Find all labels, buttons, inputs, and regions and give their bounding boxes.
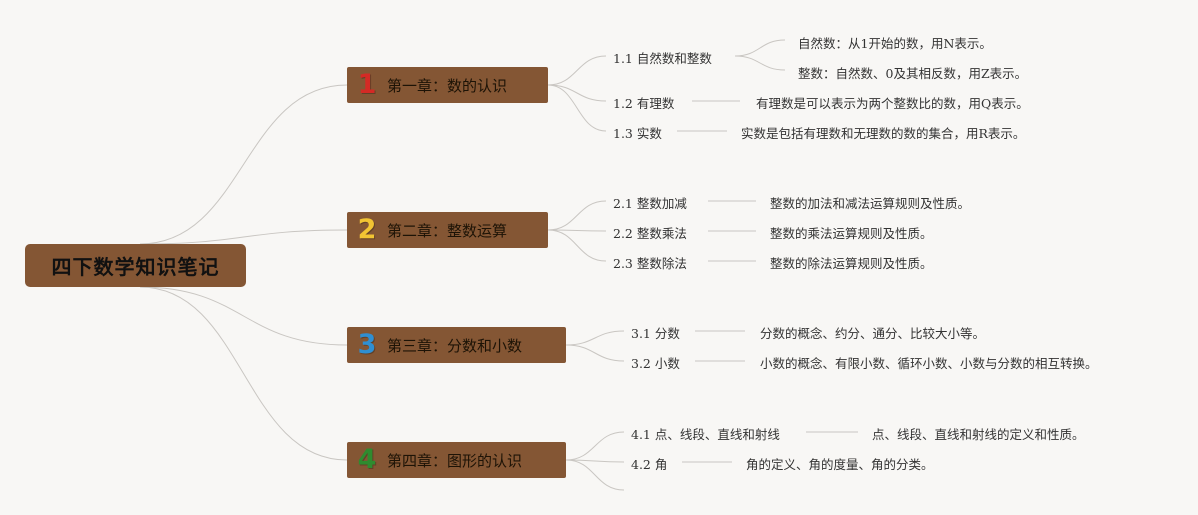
- leaf-3-2: 小数的概念、有限小数、循环小数、小数与分数的相互转换。: [760, 356, 1098, 371]
- subtopic-2-3[interactable]: 2.3 整数除法: [613, 256, 687, 271]
- root-connector: [139, 286, 348, 461]
- leaf-2-3: 整数的除法运算规则及性质。: [770, 256, 933, 271]
- chapter-title: 第四章：图形的认识: [387, 451, 523, 470]
- subtopic-3-2[interactable]: 3.2 小数: [631, 356, 680, 371]
- chapter-node-4[interactable]: 4 第四章：图形的认识: [347, 442, 566, 478]
- chapter-connector: [565, 459, 625, 491]
- chapter-connector: [565, 344, 625, 362]
- leaf-1-2: 有理数是可以表示为两个整数比的数，用Q表示。: [756, 96, 1029, 111]
- root-connector: [139, 229, 348, 245]
- subtopic-2-2[interactable]: 2.2 整数乘法: [613, 226, 687, 241]
- leaf-connector: [734, 39, 786, 57]
- subtopic-1-3[interactable]: 1.3 实数: [613, 126, 662, 141]
- chapter-number: 2: [357, 214, 377, 245]
- leaf-1-1-a: 自然数：从1开始的数，用N表示。: [798, 36, 992, 51]
- root-label: 四下数学知识笔记: [51, 255, 220, 279]
- chapter-connector: [565, 330, 625, 346]
- leaf-3-1: 分数的概念、约分、通分、比较大小等。: [760, 326, 986, 341]
- chapter-title: 第二章：整数运算: [387, 221, 508, 240]
- leaf-2-1: 整数的加法和减法运算规则及性质。: [770, 196, 971, 211]
- chapter-connector: [547, 229, 607, 232]
- root-node[interactable]: 四下数学知识笔记: [25, 244, 246, 287]
- leaf-1-3: 实数是包括有理数和无理数的数的集合，用R表示。: [741, 126, 1026, 141]
- leaf-1-1-b: 整数：自然数、0及其相反数，用Z表示。: [798, 66, 1028, 81]
- root-connector: [139, 84, 348, 245]
- chapter-title: 第三章：分数和小数: [387, 336, 523, 355]
- leaf-4-2: 角的定义、角的度量、角的分类。: [746, 457, 934, 472]
- chapter-number: 3: [357, 329, 377, 360]
- root-connector: [139, 286, 348, 346]
- chapter-connector: [547, 200, 607, 231]
- chapter-connector: [547, 229, 607, 262]
- chapter-connector: [547, 84, 607, 102]
- subtopic-3-1[interactable]: 3.1 分数: [631, 326, 680, 341]
- leaf-connector: [734, 55, 786, 71]
- chapter-node-3[interactable]: 3 第三章：分数和小数: [347, 327, 566, 363]
- leaf-2-2: 整数的乘法运算规则及性质。: [770, 226, 933, 241]
- subtopic-2-1[interactable]: 2.1 整数加减: [613, 196, 687, 211]
- chapter-number: 1: [357, 69, 377, 100]
- subtopic-4-2[interactable]: 4.2 角: [631, 457, 668, 472]
- chapter-title: 第一章：数的认识: [387, 76, 508, 95]
- chapter-connector: [565, 431, 625, 461]
- leaf-4-1: 点、线段、直线和射线的定义和性质。: [872, 427, 1085, 442]
- subtopic-1-1[interactable]: 1.1 自然数和整数: [613, 51, 712, 66]
- chapter-node-2[interactable]: 2 第二章：整数运算: [347, 212, 548, 248]
- chapter-connector: [547, 55, 607, 86]
- chapter-node-1[interactable]: 1 第一章：数的认识: [347, 67, 548, 103]
- chapter-connector: [547, 84, 607, 132]
- chapter-number: 4: [357, 444, 377, 475]
- subtopic-4-1[interactable]: 4.1 点、线段、直线和射线: [631, 427, 780, 442]
- subtopic-1-2[interactable]: 1.2 有理数: [613, 96, 675, 111]
